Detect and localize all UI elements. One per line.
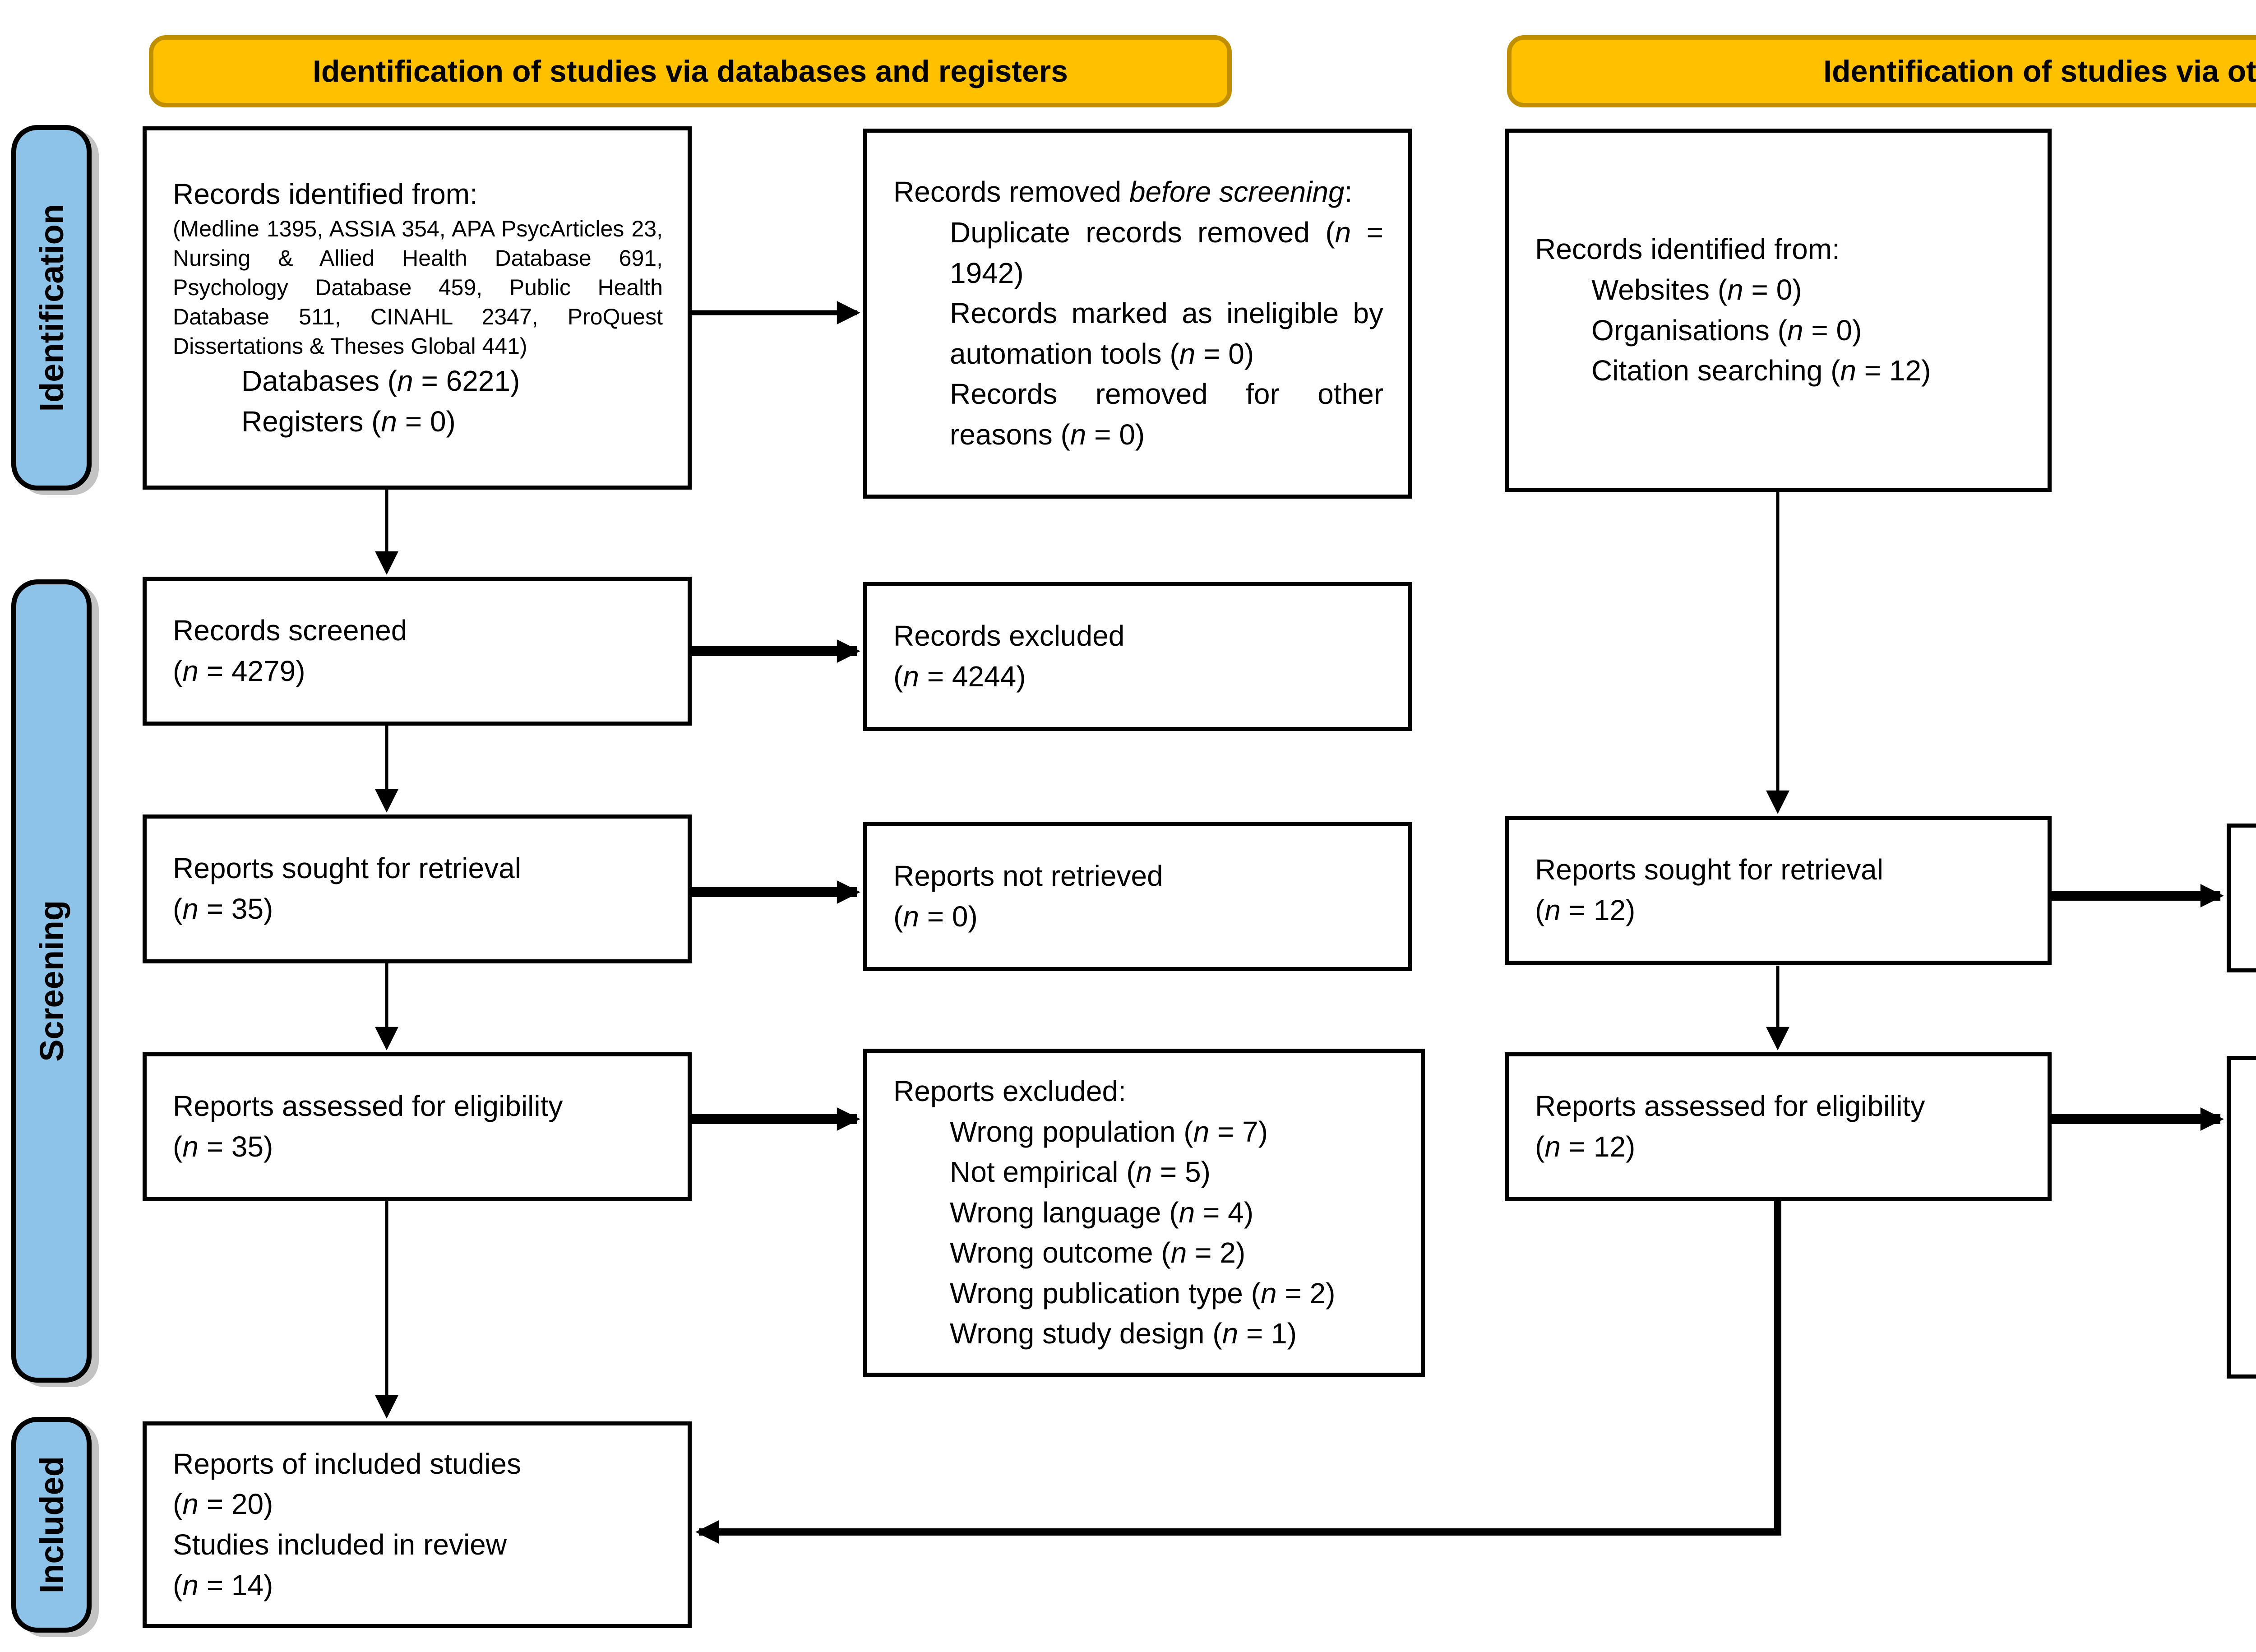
box-line: Records identified from: — [1535, 233, 1840, 266]
box-records-identified-databases: Records identified from: (Medline 1395, A… — [143, 126, 692, 490]
box-line: Reports assessed for eligibility — [1535, 1090, 1925, 1123]
header-databases-registers: Identification of studies via databases … — [149, 35, 1232, 107]
box-line: Wrong language (n = 4) — [950, 1196, 1254, 1229]
box-records-removed-before-screening: Records removed before screening: Duplica… — [863, 129, 1412, 499]
box-line: Reports excluded: — [893, 1074, 1126, 1107]
box-line: Reports assessed for eligibility — [173, 1090, 563, 1123]
box-line: Not empirical (n = 5) — [950, 1156, 1211, 1189]
box-line: Databases (n = 6221) — [241, 365, 520, 398]
header-other-methods: Identification of studies via other meth… — [1507, 35, 2256, 107]
box-line: Websites (n = 0) — [1591, 273, 1802, 306]
box-line: (n = 20) — [173, 1488, 273, 1521]
box-records-screened: Records screened (n = 4279) — [143, 577, 692, 726]
sidebar-tab-label: Screening — [32, 900, 70, 1062]
header-label: Identification of studies via other meth… — [1823, 54, 2256, 88]
box-reports-not-retrieved-other: Reports not retrieved(n = 0) — [2227, 824, 2256, 972]
box-reports-sought-other: Reports sought for retrieval (n = 12) — [1505, 816, 2052, 965]
box-line: Reports not retrieved — [893, 860, 1163, 893]
box-line: Registers (n = 0) — [241, 405, 456, 438]
box-line: Duplicate records removed (n = 1942) — [950, 216, 1383, 289]
box-line: Wrong outcome (n = 2) — [950, 1236, 1246, 1269]
sidebar-tab-identification: Identification — [11, 125, 92, 491]
box-line: Wrong population (n = 7) — [950, 1115, 1268, 1148]
box-reports-sought-databases: Reports sought for retrieval (n = 35) — [143, 814, 692, 963]
box-records-excluded: Records excluded (n = 4244) — [863, 582, 1412, 731]
box-records-identified-other-methods: Records identified from: Websites (n = 0)… — [1505, 129, 2052, 492]
box-line: (n = 12) — [1535, 1130, 1636, 1163]
box-reports-not-retrieved-databases: Reports not retrieved (n = 0) — [863, 822, 1412, 971]
box-line: (n = 0) — [893, 900, 978, 933]
box-line: (n = 4244) — [893, 660, 1026, 693]
sidebar-tab-label: Included — [32, 1456, 70, 1594]
box-line: Records removed before screening: — [893, 176, 1353, 208]
box-reports-excluded-databases: Reports excluded: Wrong population (n = 7… — [863, 1049, 1425, 1377]
box-line: Records screened — [173, 614, 407, 647]
box-reports-excluded-other: Reports excluded:Wrong population (n = 4… — [2227, 1056, 2256, 1379]
box-line: (n = 14) — [173, 1569, 273, 1601]
box-line: Records excluded — [893, 620, 1125, 652]
box-line: Wrong publication type (n = 2) — [950, 1277, 1336, 1310]
box-line: (Medline 1395, ASSIA 354, APA PsycArticl… — [173, 216, 663, 359]
box-line: Reports sought for retrieval — [173, 852, 521, 885]
box-included-studies: Reports of included studies (n = 20) Studi… — [143, 1421, 692, 1628]
box-reports-assessed-databases: Reports assessed for eligibility (n = 35) — [143, 1052, 692, 1201]
box-line: (n = 4279) — [173, 655, 305, 687]
box-line: Reports sought for retrieval — [1535, 853, 1883, 886]
box-line: (n = 35) — [173, 893, 273, 925]
box-reports-assessed-other: Reports assessed for eligibility (n = 12) — [1505, 1052, 2052, 1201]
box-line: Wrong study design (n = 1) — [950, 1317, 1297, 1350]
sidebar-tab-included: Included — [11, 1417, 92, 1633]
sidebar-tab-screening: Screening — [11, 579, 92, 1383]
box-line: Records identified from: — [173, 177, 478, 210]
box-line: Records removed for other reasons (n = 0… — [950, 378, 1383, 451]
box-line: (n = 12) — [1535, 894, 1636, 926]
box-line: (n = 35) — [173, 1130, 273, 1163]
sidebar-tab-label: Identification — [32, 204, 70, 412]
header-label: Identification of studies via databases … — [312, 54, 1068, 88]
box-line: Records marked as ineligible by automati… — [950, 297, 1383, 370]
box-line: Organisations (n = 0) — [1591, 314, 1862, 347]
box-line: Citation searching (n = 12) — [1591, 354, 1931, 387]
box-line: Reports of included studies — [173, 1447, 521, 1480]
box-line: Studies included in review — [173, 1528, 507, 1561]
